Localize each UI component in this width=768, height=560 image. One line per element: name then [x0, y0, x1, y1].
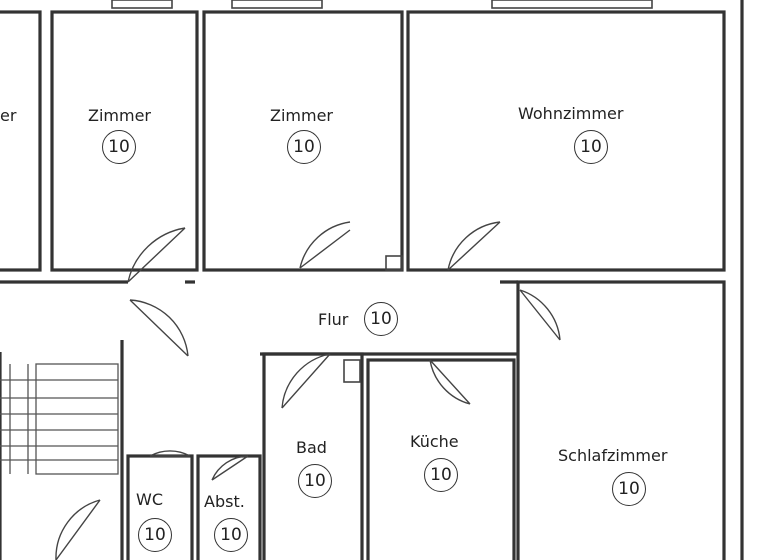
window-top-2 — [231, 0, 323, 9]
door-schlafzimmer — [519, 289, 561, 341]
room-number-wohnzimmer: 10 — [574, 130, 608, 164]
door-abst — [211, 455, 249, 481]
wall-zimmer-2 — [202, 10, 404, 272]
door-wc — [149, 450, 191, 457]
wall-zimmer-1 — [50, 10, 199, 272]
door-entrance — [55, 499, 101, 560]
room-number-kueche: 10 — [424, 458, 458, 492]
wall-kueche — [366, 358, 516, 560]
door-stair — [129, 299, 189, 357]
wall-zimmer-partial — [0, 10, 42, 272]
window-top-3 — [491, 0, 653, 9]
room-number-wc: 10 — [138, 518, 172, 552]
shaft-top — [385, 255, 403, 271]
wall-abst — [196, 454, 262, 560]
room-number-zimmer-2: 10 — [287, 130, 321, 164]
room-label-wc: WC — [136, 490, 163, 509]
wall-schlafzimmer — [516, 280, 726, 560]
door-zimmer-1 — [127, 227, 186, 283]
wall-wohnzimmer — [406, 10, 726, 272]
room-label-kueche: Küche — [410, 432, 459, 451]
room-label-bad: Bad — [296, 438, 327, 457]
room-label-zimmer-partial: er — [0, 106, 17, 125]
wall-bad — [262, 352, 364, 560]
room-label-flur: Flur — [318, 310, 349, 329]
shaft-bottom — [343, 359, 361, 383]
room-label-abst: Abst. — [204, 492, 245, 511]
room-label-wohnzimmer: Wohnzimmer — [518, 104, 624, 123]
room-label-zimmer-1: Zimmer — [88, 106, 151, 125]
room-label-schlafzimmer: Schlafzimmer — [558, 446, 668, 465]
room-label-zimmer-2: Zimmer — [270, 106, 333, 125]
room-number-schlafzimmer: 10 — [612, 472, 646, 506]
room-number-abst: 10 — [214, 518, 248, 552]
door-bad — [281, 353, 331, 409]
door-zimmer-2 — [299, 221, 351, 269]
room-number-flur: 10 — [364, 302, 398, 336]
door-kueche — [429, 359, 471, 405]
room-number-bad: 10 — [298, 464, 332, 498]
window-top-1 — [111, 0, 173, 9]
staircase — [0, 363, 119, 475]
room-number-zimmer-1: 10 — [102, 130, 136, 164]
door-wohnzimmer — [447, 221, 501, 271]
